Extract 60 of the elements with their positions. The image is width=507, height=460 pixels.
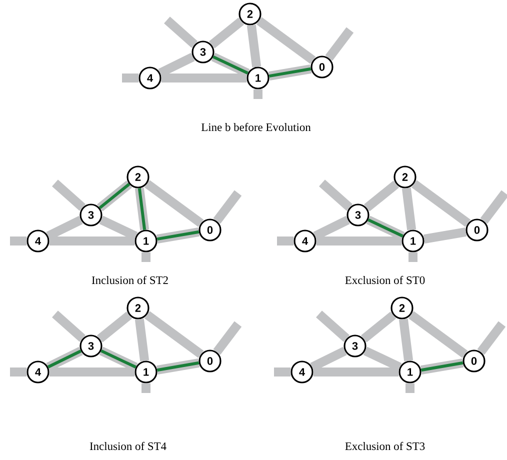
road-line	[156, 358, 200, 375]
road-line	[49, 236, 135, 246]
route-line	[156, 230, 200, 241]
caption: Inclusion of ST2	[92, 276, 168, 284]
road-line	[319, 180, 353, 211]
road-line	[144, 180, 204, 227]
road-line	[99, 216, 138, 240]
road-line	[274, 368, 291, 376]
road-line	[268, 64, 312, 81]
road-line	[420, 358, 464, 375]
caption: Exclusion of ST3	[345, 442, 425, 450]
road-line	[46, 216, 83, 240]
road-line	[158, 52, 195, 78]
route-line	[156, 361, 200, 372]
road-line	[310, 346, 347, 372]
road-line	[480, 190, 507, 224]
road-line	[10, 236, 27, 246]
road-line	[398, 318, 414, 362]
caption: Line b before Evolution	[201, 122, 311, 132]
road-line	[316, 310, 350, 342]
road-line	[164, 16, 198, 48]
road-line	[408, 311, 468, 358]
route-line	[268, 67, 312, 78]
road-line	[52, 310, 86, 342]
road-line	[161, 74, 247, 82]
road-line	[208, 18, 244, 48]
road-line	[363, 346, 402, 372]
road-line	[325, 27, 354, 61]
road-line	[408, 252, 418, 262]
road-line	[313, 216, 350, 240]
road-line	[134, 188, 150, 230]
road-line	[122, 74, 139, 82]
road-line	[142, 252, 150, 262]
road-line	[52, 180, 86, 211]
road-line	[477, 321, 506, 355]
road-line	[277, 236, 294, 246]
road-line	[144, 311, 204, 358]
road-line	[406, 383, 414, 393]
road-line	[10, 368, 27, 376]
road-line	[156, 227, 200, 244]
route-line	[420, 361, 464, 372]
route-line	[138, 188, 146, 230]
road-line	[96, 312, 132, 342]
road-line	[364, 180, 400, 212]
road-line	[49, 368, 135, 376]
road-line	[254, 89, 262, 99]
road-line	[402, 188, 416, 230]
road-line	[142, 383, 150, 393]
road-line	[256, 17, 316, 64]
road-line	[316, 236, 402, 246]
road-line	[213, 321, 242, 355]
caption: Exclusion of ST0	[345, 276, 425, 284]
road-line	[411, 180, 471, 227]
road-line	[246, 24, 262, 68]
road-line	[423, 227, 467, 244]
road-line	[213, 190, 242, 224]
road-line	[134, 318, 150, 362]
road-line	[313, 368, 399, 376]
caption: Inclusion of ST4	[90, 442, 166, 450]
road-line	[360, 312, 396, 342]
